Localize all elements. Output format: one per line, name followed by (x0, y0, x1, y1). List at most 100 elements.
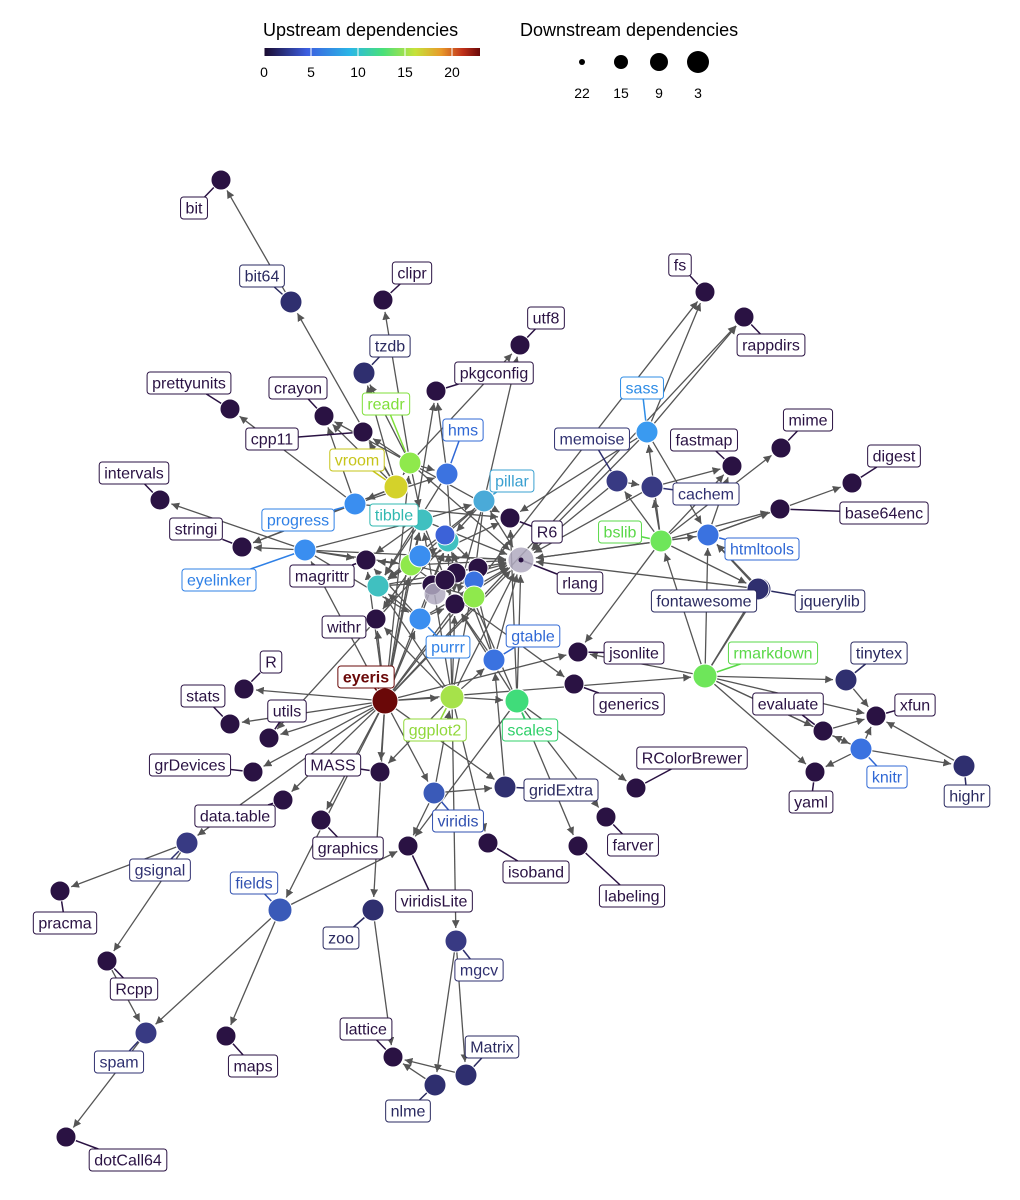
node-layer (49, 169, 976, 1148)
node-label-base64enc: base64enc (839, 501, 929, 525)
node-clipr (372, 289, 394, 311)
node-label-cpp11: cpp11 (245, 427, 299, 451)
node-vroom (383, 474, 409, 500)
node-mgcv (444, 929, 468, 953)
edge-knitr-yaml (825, 753, 852, 768)
node-label-crayon: crayon (268, 376, 328, 400)
node-Matrix (454, 1063, 478, 1087)
node-label-box (148, 753, 232, 777)
node-label-box (894, 693, 936, 717)
node-label-pillar: pillar (489, 469, 535, 493)
node-label-bit64: bit64 (239, 264, 285, 288)
node-label-text: jsonlite (608, 646, 659, 663)
node-label-text: RColorBrewer (642, 751, 743, 768)
edge-eyeris-viridis (390, 712, 429, 782)
node-label-text: lattice (345, 1022, 387, 1039)
node-ggplot2 (439, 684, 465, 710)
node-label-text: utf8 (533, 311, 560, 328)
node-label-box (636, 746, 748, 770)
node-utils (258, 727, 280, 749)
node-label-mgcv: mgcv (454, 958, 504, 982)
edge-bslib-memoise (624, 491, 656, 533)
node-purrr (408, 607, 432, 631)
node-label-clipr: clipr (391, 261, 433, 285)
node-label-rappdirs: rappdirs (736, 333, 806, 357)
edge-memoise-cachem (627, 479, 640, 488)
edge-eyeris-pkgconfig (386, 402, 437, 689)
legend-size-dot (687, 51, 709, 73)
node-viridisLite (397, 835, 419, 857)
node-label-box (361, 392, 411, 416)
legend-upstream-title: Upstream dependencies (263, 20, 458, 40)
node-label-text: stringi (175, 522, 218, 539)
legend-size-dot (579, 59, 585, 65)
node-label-prettyunits: prettyunits (146, 371, 232, 395)
node-htmltools (696, 523, 720, 547)
legend-upstream-tick: 0 (260, 64, 268, 80)
node-label-text: data.table (200, 809, 270, 826)
node-label-box (502, 860, 570, 884)
edge-rmarkdown-yaml (713, 683, 807, 765)
node-label-text: Matrix (470, 1040, 514, 1057)
node-label-jsonlite: jsonlite (603, 641, 665, 665)
node-grDevices (242, 761, 264, 783)
edge-readr-tibble (411, 473, 422, 508)
legend-upstream: Upstream dependencies 0 5 10 15 20 (260, 20, 480, 80)
edge-bslib-base64enc (671, 510, 769, 539)
node-label-box (724, 537, 800, 561)
node-label-generics: generics (593, 692, 665, 716)
node-mime (770, 437, 792, 459)
node-label-box (607, 833, 659, 857)
node-label-text: knitr (872, 770, 903, 787)
edge-knitr-highr (871, 750, 952, 767)
node-label-text: sass (626, 381, 659, 398)
node-label-Rcpp: Rcpp (109, 977, 159, 1001)
node-label-vroom: vroom (329, 448, 385, 472)
node-spam (134, 1021, 158, 1045)
node-readr (398, 451, 422, 475)
node-label-maps: maps (227, 1054, 279, 1078)
node-label-stats: stats (180, 684, 226, 708)
node-label-box (369, 503, 419, 527)
node-label-box (259, 650, 283, 674)
node-label-gtable: gtable (505, 624, 561, 648)
edge-bslib-cachem (651, 499, 660, 531)
node-label-data.table: data.table (194, 804, 276, 828)
edge-purrr-lifecycle (429, 608, 445, 616)
node-label-box (505, 624, 561, 648)
legend-upstream-tick: 10 (350, 64, 366, 80)
node-label-box (369, 334, 411, 358)
edge-readr-hms (420, 464, 435, 472)
legend-downstream-tick: 22 (574, 85, 590, 101)
edge-fields-maps (230, 920, 276, 1026)
edge-Matrix-lattice (404, 1057, 456, 1073)
node-label-tibble: tibble (369, 503, 419, 527)
legend-downstream-tick: 15 (613, 85, 629, 101)
edge-nlme-lattice (402, 1063, 427, 1080)
node-label-text: rmarkdown (733, 646, 812, 663)
node-fastmap (721, 455, 743, 477)
node-label-text: gsignal (135, 863, 186, 880)
node-label-box (672, 482, 740, 506)
node-label-box (312, 836, 384, 860)
node-MASS (369, 761, 391, 783)
node-label-text: generics (599, 697, 659, 714)
node-label-box (668, 253, 692, 277)
node-sass (635, 420, 659, 444)
node-label-nlme: nlme (385, 1099, 431, 1123)
node-label-mime: mime (782, 408, 834, 432)
node-graphics (310, 809, 332, 831)
edge-mgcv-nlme (434, 951, 456, 1073)
node-label-box (395, 889, 473, 913)
node-label-box (337, 665, 395, 689)
edge-cachem-fastmap (662, 467, 721, 485)
node-zoo (361, 898, 385, 922)
node-data.table (272, 789, 294, 811)
node-label-MASS: MASS (304, 753, 362, 777)
node-hms (435, 462, 459, 486)
node-label-text: base64enc (845, 506, 923, 523)
node-label-box (736, 333, 806, 357)
node-label-text: hms (448, 423, 478, 440)
node-label-text: dotCall64 (94, 1153, 162, 1170)
